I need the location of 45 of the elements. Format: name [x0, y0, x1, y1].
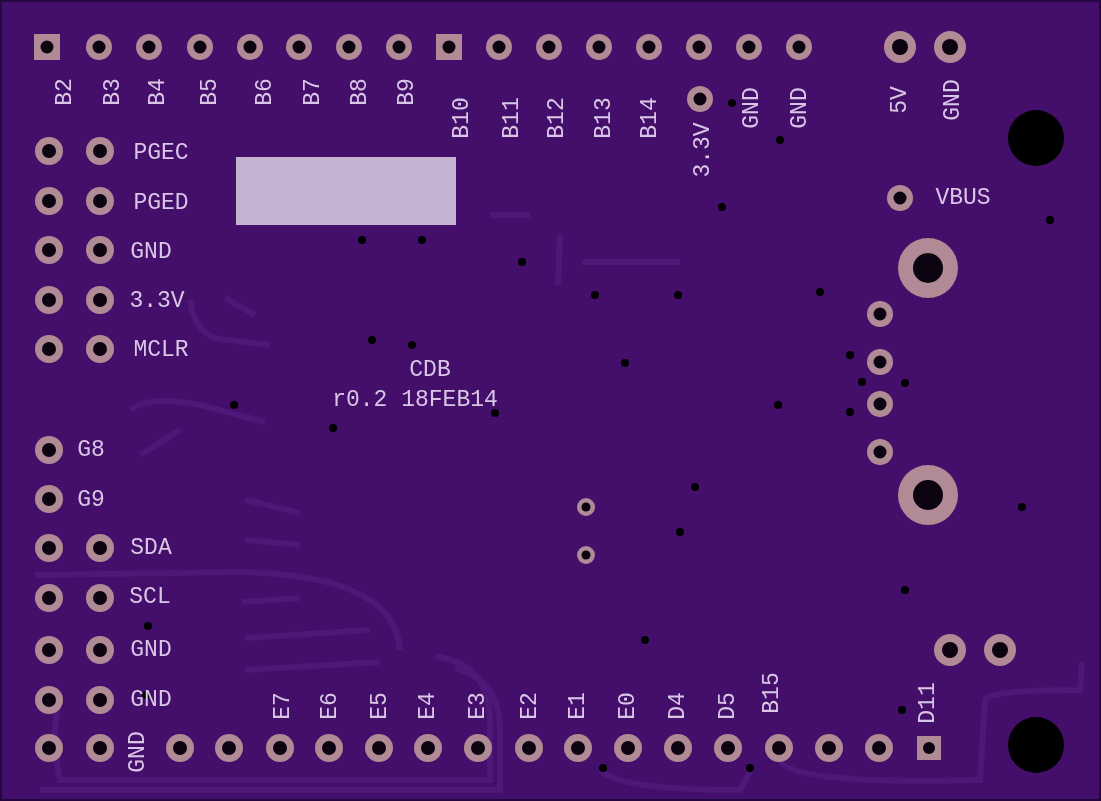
silkscreen-label: E3: [466, 692, 490, 720]
silkscreen-label: E2: [518, 692, 542, 720]
silkscreen-label: PGEC: [133, 141, 189, 165]
silkscreen-label: GND: [740, 87, 764, 129]
silkscreen-label: B3: [101, 78, 125, 106]
silkscreen-label: GND: [941, 79, 965, 121]
silkscreen-label: B10: [450, 97, 474, 139]
silkscreen-label: 3.3V: [129, 289, 185, 313]
silkscreen-label: GND: [130, 240, 172, 264]
silkscreen-label: r0.2 18FEB14: [332, 388, 498, 412]
silkscreen-label: B4: [146, 78, 170, 106]
silkscreen-label: B2: [53, 78, 77, 106]
silkscreen-label: D4: [666, 692, 690, 720]
silkscreen-label: D5: [716, 692, 740, 720]
silkscreen-label: B12: [545, 97, 569, 139]
silkscreen-label: E5: [368, 692, 392, 720]
silkscreen-label: VBUS: [935, 186, 991, 210]
silkscreen-label: E0: [616, 692, 640, 720]
silkscreen-label: CDB: [409, 358, 451, 382]
silkscreen-label: B14: [638, 97, 662, 139]
silkscreen-label: B6: [253, 78, 277, 106]
silkscreen-label: B13: [592, 97, 616, 139]
silkscreen-label: SCL: [129, 585, 171, 609]
silkscreen-label: E7: [271, 692, 295, 720]
silkscreen-label: MCLR: [133, 338, 189, 362]
silkscreen-label: GND: [126, 731, 150, 773]
silkscreen-label: B15: [760, 672, 784, 714]
silkscreen-label: E1: [566, 692, 590, 720]
silkscreen-label: 3.3V: [691, 122, 715, 178]
silkscreen-label: B11: [500, 97, 524, 139]
silkscreen-label: GND: [130, 688, 172, 712]
silkscreen-label: D11: [916, 682, 940, 724]
silkscreen-label: B9: [395, 78, 419, 106]
silkscreen-label: SDA: [130, 536, 172, 560]
silkscreen-label: PGED: [133, 191, 189, 215]
silkscreen-label: B5: [198, 78, 222, 106]
silkscreen-label: B8: [348, 78, 372, 106]
silkscreen-label: E6: [318, 692, 342, 720]
silkscreen-label: GND: [130, 638, 172, 662]
silkscreen-label: G9: [77, 488, 105, 512]
silkscreen-label: G8: [77, 438, 105, 462]
silkscreen-label: B7: [301, 78, 325, 106]
silkscreen-label: 5V: [888, 86, 912, 114]
silkscreen-label: GND: [788, 87, 812, 129]
silkscreen-label: E4: [416, 692, 440, 720]
